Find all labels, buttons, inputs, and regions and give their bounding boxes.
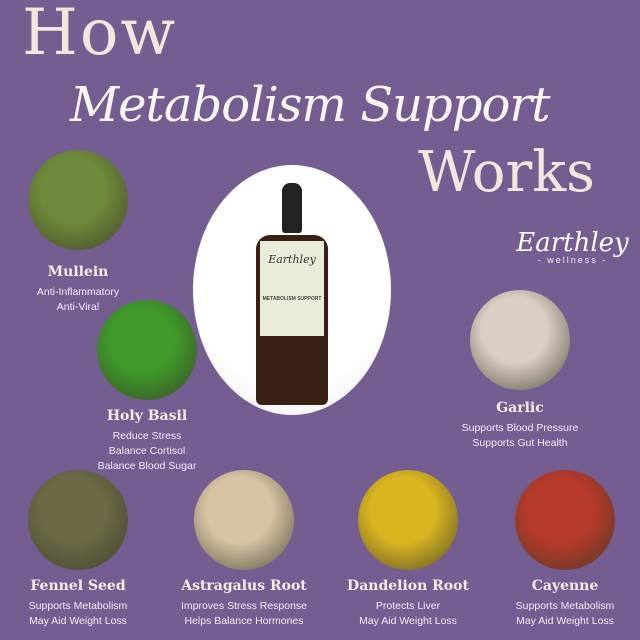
- ingredient-name: Astragalus Root: [181, 578, 307, 594]
- ingredient-name: Fennel Seed: [30, 578, 126, 594]
- ingredient-benefit: Supports Metabolism: [28, 600, 128, 612]
- ingredient-name: Mullein: [47, 264, 109, 280]
- ingredient-benefit: Helps Balance Hormones: [184, 615, 304, 627]
- ingredient-benefit: Reduce Stress: [112, 430, 182, 442]
- bottle-icon: Earthley METABOLISM SUPPORT: [256, 183, 328, 405]
- ingredient-benefit: Supports Gut Health: [472, 437, 568, 449]
- ingredient-image-garlic: [470, 290, 570, 390]
- ingredient-name: Cayenne: [531, 578, 599, 594]
- ingredient-image-mullein: [28, 150, 128, 250]
- product-image: Earthley METABOLISM SUPPORT: [193, 165, 391, 415]
- title-how: How: [22, 0, 178, 70]
- ingredient-image-holy-basil: [97, 300, 197, 400]
- ingredient-benefit: Improves Stress Response: [180, 600, 308, 612]
- ingredient-name: Garlic: [496, 400, 544, 416]
- ingredient-benefit: Anti-Inflammatory: [36, 286, 120, 298]
- ingredient-benefit: Balance Blood Sugar: [97, 460, 197, 472]
- ingredient-benefit: May Aid Weight Loss: [359, 615, 457, 627]
- ingredient-benefit: Anti-Viral: [56, 301, 100, 313]
- earthley-logo: Earthley - wellness -: [516, 228, 629, 265]
- ingredient-benefit: Supports Blood Pressure: [461, 422, 579, 434]
- ingredient-image-cayenne: [515, 470, 615, 570]
- ingredient-benefit: Balance Cortisol: [108, 445, 186, 457]
- ingredient-name: Holy Basil: [106, 408, 188, 424]
- title-metabolism-support: Metabolism Support: [70, 77, 551, 133]
- ingredient-benefit: Supports Metabolism: [515, 600, 615, 612]
- ingredient-benefit: May Aid Weight Loss: [516, 615, 614, 627]
- title-works: Works: [418, 140, 595, 205]
- ingredient-benefit: Protects Liver: [375, 600, 441, 612]
- ingredient-name: Dandelion Root: [347, 578, 469, 594]
- ingredient-image-fennel-seed: [28, 470, 128, 570]
- ingredient-image-dandelion-root: [358, 470, 458, 570]
- ingredient-image-astragalus-root: [194, 470, 294, 570]
- ingredient-benefit: May Aid Weight Loss: [29, 615, 127, 627]
